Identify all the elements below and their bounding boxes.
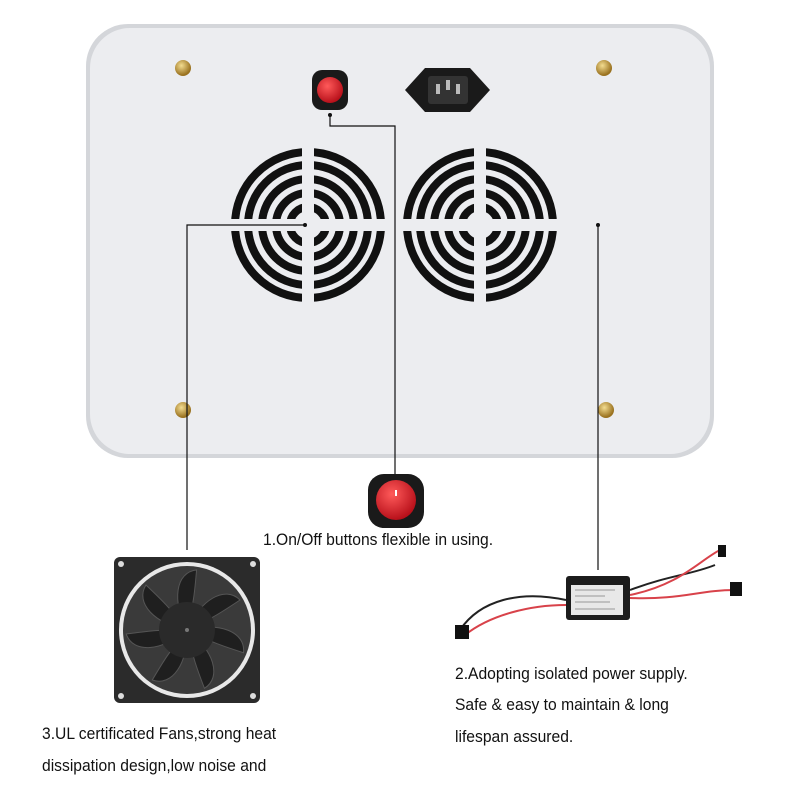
- power-socket: [405, 68, 490, 112]
- caption-power-3: lifespan assured.: [455, 727, 574, 746]
- caption-fans-2: dissipation design,low noise and: [42, 756, 267, 775]
- panel-power-switch: [312, 70, 348, 110]
- grille-spoke: [398, 219, 562, 231]
- fan-grille-2: [398, 143, 562, 307]
- caption-power-1: 2.Adopting isolated power supply.: [455, 664, 688, 683]
- power-supply-photo: [455, 545, 742, 639]
- callout-lines: [186, 115, 599, 570]
- fan-grilles: [226, 143, 562, 307]
- cooling-fan-photo: [114, 557, 260, 703]
- brass-screws: [175, 60, 614, 418]
- caption-power-2: Safe & easy to maintain & long: [455, 695, 669, 714]
- caption-fans-1: 3.UL certificated Fans,strong heat: [42, 724, 277, 743]
- onoff-switch-closeup: [368, 474, 424, 528]
- light-back-panel: [86, 24, 714, 458]
- caption-onoff: 1.On/Off buttons flexible in using.: [263, 530, 494, 549]
- fan-grille-1: [226, 143, 390, 307]
- grille-spoke: [226, 219, 390, 231]
